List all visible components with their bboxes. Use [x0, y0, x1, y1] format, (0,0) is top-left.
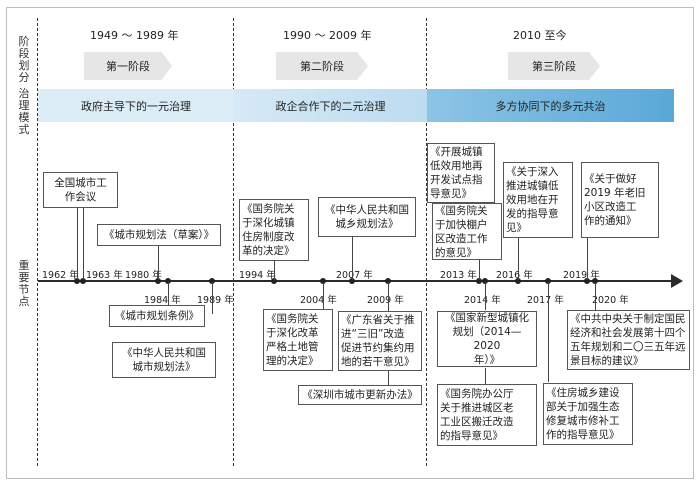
event-1963: 《城市规划法（草案）》 — [97, 224, 221, 246]
event-2019: 《关于做好 2019 年老旧 小区改造工 作的通知》 — [581, 162, 659, 238]
event-2017: 《住房城乡建设 部关于加强生态 修复城市修补工 作的指导意见》 — [543, 383, 633, 445]
event-2009b: 《深圳市城市更新办法》 — [298, 385, 422, 405]
year-2009: 2009 年 — [367, 295, 404, 306]
stage-arrow-2: 第二阶段 — [276, 52, 368, 80]
year-1994: 1994 年 — [239, 270, 276, 281]
node-1980 — [155, 278, 161, 284]
connector-2014b — [485, 368, 486, 384]
node-1963 — [80, 278, 86, 284]
governance-mode-2: 政企合作下的二元治理 — [275, 99, 386, 113]
event-1989-visible: 《中华人民共和国 城市规划法》 — [112, 342, 216, 378]
year-1963: 1963 年 — [86, 270, 123, 281]
year-2019: 2019 年 — [563, 270, 600, 281]
connector-2013 — [479, 258, 480, 280]
connector-2017 — [548, 282, 549, 382]
node-1984 — [165, 278, 171, 284]
connector-1984 — [168, 282, 169, 307]
node-2009 — [385, 278, 391, 284]
stage-arrow-1: 第一阶段 — [84, 52, 172, 80]
connector-2016 — [518, 238, 519, 280]
side-label-governance-mode: 治 理 模 式 — [18, 87, 30, 136]
stage-label-1: 第一阶段 — [106, 60, 150, 73]
year-2014: 2014 年 — [464, 295, 501, 306]
year-2007: 2007 年 — [336, 270, 373, 281]
node-2017 — [545, 278, 551, 284]
governance-mode-3: 多方协同下的多元共治 — [495, 99, 606, 113]
diagram-frame — [6, 7, 694, 479]
stage-label-3: 第三阶段 — [532, 60, 576, 73]
connector-1980 — [158, 243, 159, 280]
year-2004: 2004 年 — [300, 295, 337, 306]
year-1989: 1989 年 — [197, 295, 234, 306]
node-1994 — [271, 278, 277, 284]
timeline-axis — [38, 280, 674, 282]
event-1962: 全国城市工 作会议 — [43, 172, 118, 208]
event-2013a: 《开展城镇 低效用地再 开发试点指 导意见》 — [427, 143, 495, 203]
event-2020: 《中共中央关于制定国民 经济和社会发展第十四个 五年规划和二〇三五年远 景目标的… — [567, 310, 690, 370]
node-1962 — [74, 278, 80, 284]
node-1989 — [209, 278, 215, 284]
event-1984: 《城市规划条例》 — [109, 305, 205, 327]
period-divider-2 — [233, 18, 234, 466]
event-2004: 《国务院关 于深化改革 严格土地管 理的决定》 — [263, 309, 333, 371]
connector-2007 — [352, 236, 353, 280]
governance-band-3: 多方协同下的多元共治 — [427, 89, 674, 122]
connector-2019 — [587, 238, 588, 280]
event-2009a: 《广东省关于推 进“三旧”改造 促进节约集约用 地的若干意见》 — [338, 311, 422, 371]
period-label-3: 2010 至今 — [513, 29, 567, 42]
connector-2004 — [323, 282, 324, 309]
event-2013b: 《国务院关 于加快棚户 区改造工作 的意见》 — [432, 203, 502, 260]
side-label-stage-division: 阶 段 划 分 — [18, 35, 30, 84]
connector-2020 — [595, 282, 596, 310]
node-2016 — [515, 278, 521, 284]
node-2007 — [349, 278, 355, 284]
event-2014b: 《国务院办公厅 关于推进城区老 工业区搬迁改造 的指导意见》 — [437, 384, 537, 446]
governance-mode-1: 政府主导下的一元治理 — [81, 99, 191, 113]
year-1980: 1980 年 — [125, 270, 162, 281]
period-label-2: 1990 ～ 2009 年 — [283, 29, 372, 42]
year-2020: 2020 年 — [592, 295, 629, 306]
connector-1994 — [274, 260, 275, 280]
node-2019 — [584, 278, 590, 284]
connector-1963 — [83, 200, 84, 280]
event-2016: 《关于深入 推进城镇低 效用地在开 发的指导意 见》 — [503, 162, 573, 238]
side-label-key-nodes: 重 要 节 点 — [18, 259, 30, 308]
event-2014a: 《国家新型城镇化 规划（2014—2020 年）》 — [437, 311, 537, 367]
year-2017: 2017 年 — [527, 295, 564, 306]
event-2007: 《中华人民共和国 城乡规划法》 — [318, 197, 416, 237]
node-2013 — [476, 278, 482, 284]
year-1984: 1984 年 — [144, 295, 181, 306]
year-1962: 1962 年 — [42, 270, 79, 281]
governance-band-1: 政府主导下的一元治理 — [38, 89, 234, 122]
period-divider-1 — [37, 18, 38, 466]
stage-arrow-3: 第三阶段 — [508, 52, 600, 80]
period-label-1: 1949 ～ 1989 年 — [90, 29, 179, 42]
event-1994: 《国务院关 于深化城镇 住房制度改 革的决定》 — [239, 199, 309, 261]
period-divider-3 — [426, 18, 427, 466]
node-2020 — [592, 278, 598, 284]
node-2014 — [482, 278, 488, 284]
year-2013: 2013 年 — [440, 270, 477, 281]
governance-band-2: 政企合作下的二元治理 — [234, 89, 427, 122]
connector-2014 — [485, 282, 486, 310]
connector-1989 — [212, 282, 213, 314]
stage-label-2: 第二阶段 — [300, 60, 344, 73]
node-2004 — [320, 278, 326, 284]
connector-1962 — [77, 200, 78, 280]
year-2016: 2016 年 — [496, 270, 533, 281]
timeline-arrowhead — [671, 274, 683, 288]
